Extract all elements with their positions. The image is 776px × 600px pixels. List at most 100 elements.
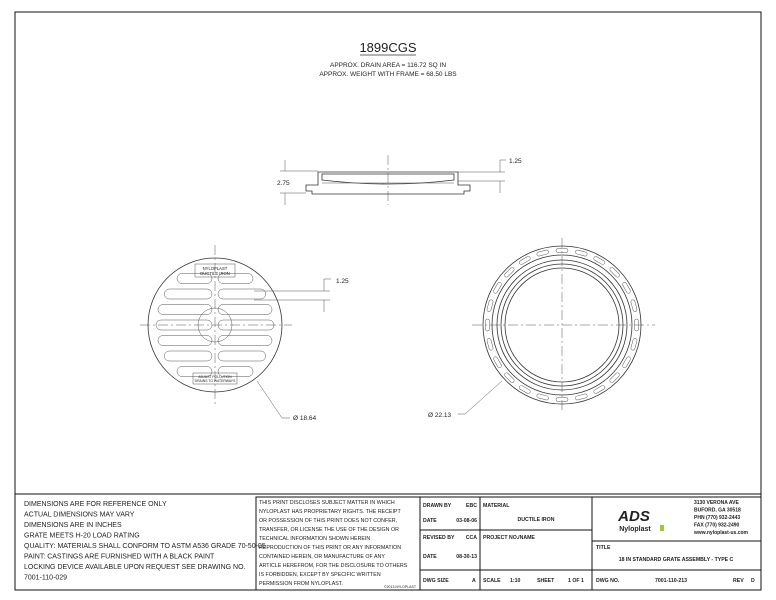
- scale: 1:10: [510, 578, 520, 584]
- sheet-label: SHEET: [537, 578, 555, 584]
- dim-slot: 1.25: [336, 278, 349, 285]
- disclaimer-line: TRANSFER, OR LICENSE THE USE OF THE DESI…: [259, 527, 399, 533]
- dim-grate-dia: Ø 18.64: [293, 415, 317, 422]
- disclaimer: THIS PRINT DISCLOSES SUBJECT MATTER IN W…: [259, 500, 408, 587]
- scale-label: SCALE: [483, 578, 501, 584]
- frame-slot: [519, 385, 531, 394]
- disclaimer-line: REPRODUCTION OF THIS PRINT OR ANY INFORM…: [259, 545, 401, 551]
- frame-slot: [609, 372, 620, 383]
- note-line: 7001-110-029: [24, 575, 67, 582]
- revised-by: CCA: [466, 535, 477, 541]
- grate-top-view: [140, 245, 331, 419]
- disclaimer-line: PERMISSION FROM NYLOPLAST.: [259, 581, 343, 587]
- svg-text:ADS: ADS: [617, 508, 650, 525]
- ads-logo: ADS Nyloplast: [617, 508, 664, 533]
- grate-slot: [164, 350, 213, 362]
- grate-slot: [217, 350, 266, 362]
- frame-slot: [630, 338, 638, 351]
- disclaimer-line: ARTICLE HEREFROM, FOR THE DISCLOSURE TO …: [259, 563, 408, 569]
- address-line: www.nyloplast-us.com: [693, 530, 749, 536]
- note-line: LOCKING DEVICE AVAILABLE UPON REQUEST SE…: [24, 564, 246, 571]
- material: DUCTILE IRON: [518, 517, 555, 523]
- grate-slot: [164, 288, 213, 300]
- grate-slot: [217, 288, 266, 300]
- address-line: 3130 VERONA AVE: [694, 500, 739, 506]
- grate-label-bottom-2: DRAINS TO WATERWAYS: [195, 379, 236, 383]
- note-line: DIMENSIONS ARE IN INCHES: [24, 522, 122, 529]
- material-label: MATERIAL: [483, 503, 510, 509]
- drawing-title: 18 IN STANDARD GRATE ASSEMBLY - TYPE C: [619, 557, 734, 563]
- grate-label-top-2: DUCTILE IRON: [200, 271, 230, 276]
- project-label: PROJECT NO./NAME: [483, 535, 535, 541]
- frame-top-view: [458, 238, 655, 415]
- disclaimer-line: THIS PRINT DISCLOSES SUBJECT MATTER IN W…: [259, 500, 395, 506]
- frame-slot: [493, 356, 502, 368]
- title-label: TITLE: [596, 545, 611, 551]
- grate-label-top-1: NYLOPLAST: [203, 266, 228, 271]
- frame-slot: [555, 248, 569, 253]
- dim-height: 2.75: [277, 180, 290, 187]
- dwg-size-label: DWG SIZE: [423, 578, 449, 584]
- notes: DIMENSIONS ARE FOR REFERENCE ONLY ACTUAL …: [24, 501, 266, 582]
- rev: D: [751, 578, 755, 584]
- frame-slot: [536, 393, 549, 401]
- part-number: 1899CGS: [359, 40, 416, 55]
- frame-slot: [609, 267, 620, 278]
- date: 03-08-06: [456, 518, 477, 524]
- frame-slot: [486, 338, 494, 351]
- frame-slot: [622, 282, 631, 294]
- disclaimer-line: CONTAINED HEREIN, OR MANUFACTURE OF ANY: [259, 554, 385, 560]
- grate-slot: [217, 366, 254, 377]
- drawn-by-label: DRAWN BY: [423, 503, 452, 509]
- address-line: FAX (770) 932-2490: [694, 523, 740, 529]
- frame-slot: [575, 393, 588, 401]
- dwg-size: A: [472, 578, 476, 584]
- note-line: ACTUAL DIMENSIONS MAY VARY: [24, 512, 135, 519]
- drain-area: APPROX. DRAIN AREA = 116.72 SQ IN: [330, 62, 446, 69]
- grate-label-bottom-1: ADJUST POLLUTION: [198, 375, 232, 379]
- frame-slot: [593, 256, 605, 265]
- frame-slot: [634, 318, 639, 332]
- grate-slot: [157, 304, 213, 315]
- frame-slot: [493, 282, 502, 294]
- disclaimer-line: NYLOPLAST HAS PROPRIETARY RIGHTS. THE RE…: [259, 509, 401, 515]
- dim-top: 1.25: [509, 158, 522, 165]
- grate-slot: [176, 366, 213, 377]
- frame-slot: [504, 267, 515, 278]
- grate-slot: [157, 335, 213, 346]
- frame-slot: [630, 299, 638, 312]
- grate-slot: [155, 319, 213, 331]
- dwg-no-label: DWG NO.: [596, 578, 620, 584]
- address-line: BUFORD, GA 30518: [694, 508, 741, 514]
- rev-label: REV: [733, 578, 744, 584]
- frame-slot: [575, 249, 588, 257]
- frame-slot: [593, 385, 605, 394]
- disclaimer-line: OR POSSESSION OF THIS PRINT DOES NOT CON…: [259, 518, 397, 524]
- disclaimer-line: IS FORBIDDEN, EXCEPT BY SPECIFIC WRITTEN: [259, 572, 381, 578]
- dim-frame-dia: Ø 22.13: [428, 412, 452, 419]
- revised-by-label: REVISED BY: [423, 535, 455, 541]
- weight: APPROX. WEIGHT WITH FRAME = 68.50 LBS: [319, 71, 457, 78]
- grate-slot: [176, 273, 213, 284]
- grate-slot: [217, 335, 273, 346]
- frame-slot: [519, 256, 531, 265]
- address-line: PHN (770) 932-2443: [694, 515, 740, 521]
- side-view: [280, 155, 506, 205]
- frame-slot: [555, 397, 569, 402]
- disclaimer-line: TECHNICAL INFORMATION SHOWN HEREIN: [259, 536, 370, 542]
- frame-slot: [504, 372, 515, 383]
- drawn-by: EBC: [466, 503, 477, 509]
- note-line: PAINT: CASTINGS ARE FURNISHED WITH A BLA…: [24, 554, 215, 561]
- copyright: ©2013 NYLOPLAST: [384, 585, 417, 589]
- rev-date-label: DATE: [423, 554, 437, 560]
- sheet: 1 OF 1: [568, 578, 584, 584]
- frame-slot: [622, 356, 631, 368]
- note-line: DIMENSIONS ARE FOR REFERENCE ONLY: [24, 501, 167, 508]
- frame-slot: [486, 299, 494, 312]
- grate-slot: [217, 319, 275, 331]
- grate-slot: [217, 304, 273, 315]
- dwg-no: 7001-110-213: [655, 578, 687, 584]
- svg-text:Nyloplast: Nyloplast: [619, 526, 651, 533]
